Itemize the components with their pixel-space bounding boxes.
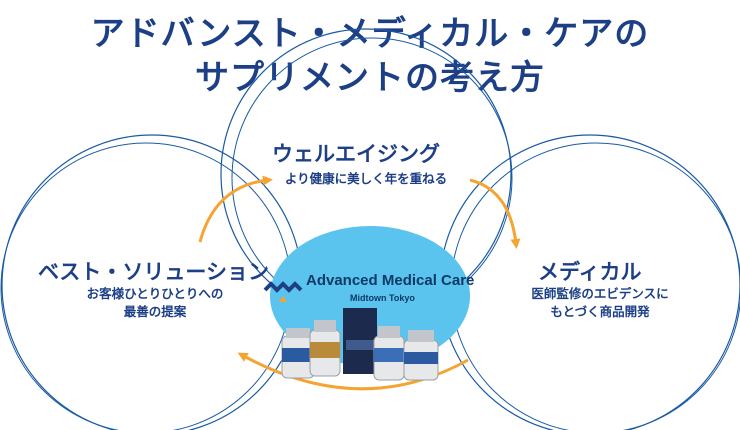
node-left-title: ベスト・ソリューション: [38, 259, 269, 284]
supplement-bottles-icon: [281, 308, 439, 381]
brand-location: Midtown Tokyo: [350, 293, 415, 303]
amc-logo-icon: [263, 281, 303, 302]
brand-name: Advanced Medical Care: [306, 272, 475, 289]
node-left-subtitle: お客様ひとりひとりへの 最善の提案: [86, 286, 224, 319]
page-title-line-1: アドバンスト・メディカル・ケアの: [90, 14, 650, 54]
arrow-left-to-top: [198, 175, 273, 243]
node-top-title: ウェルエイジング: [272, 141, 440, 166]
node-right-subtitle: 医師監修のエビデンスに もとづく商品開発: [531, 286, 669, 319]
arrow-top-to-right: [469, 178, 521, 249]
arrow-bottom-return: [237, 352, 469, 391]
node-right-title: メディカル: [538, 259, 642, 284]
node-top-subtitle: より健康に美しく年を重ねる: [284, 171, 448, 186]
